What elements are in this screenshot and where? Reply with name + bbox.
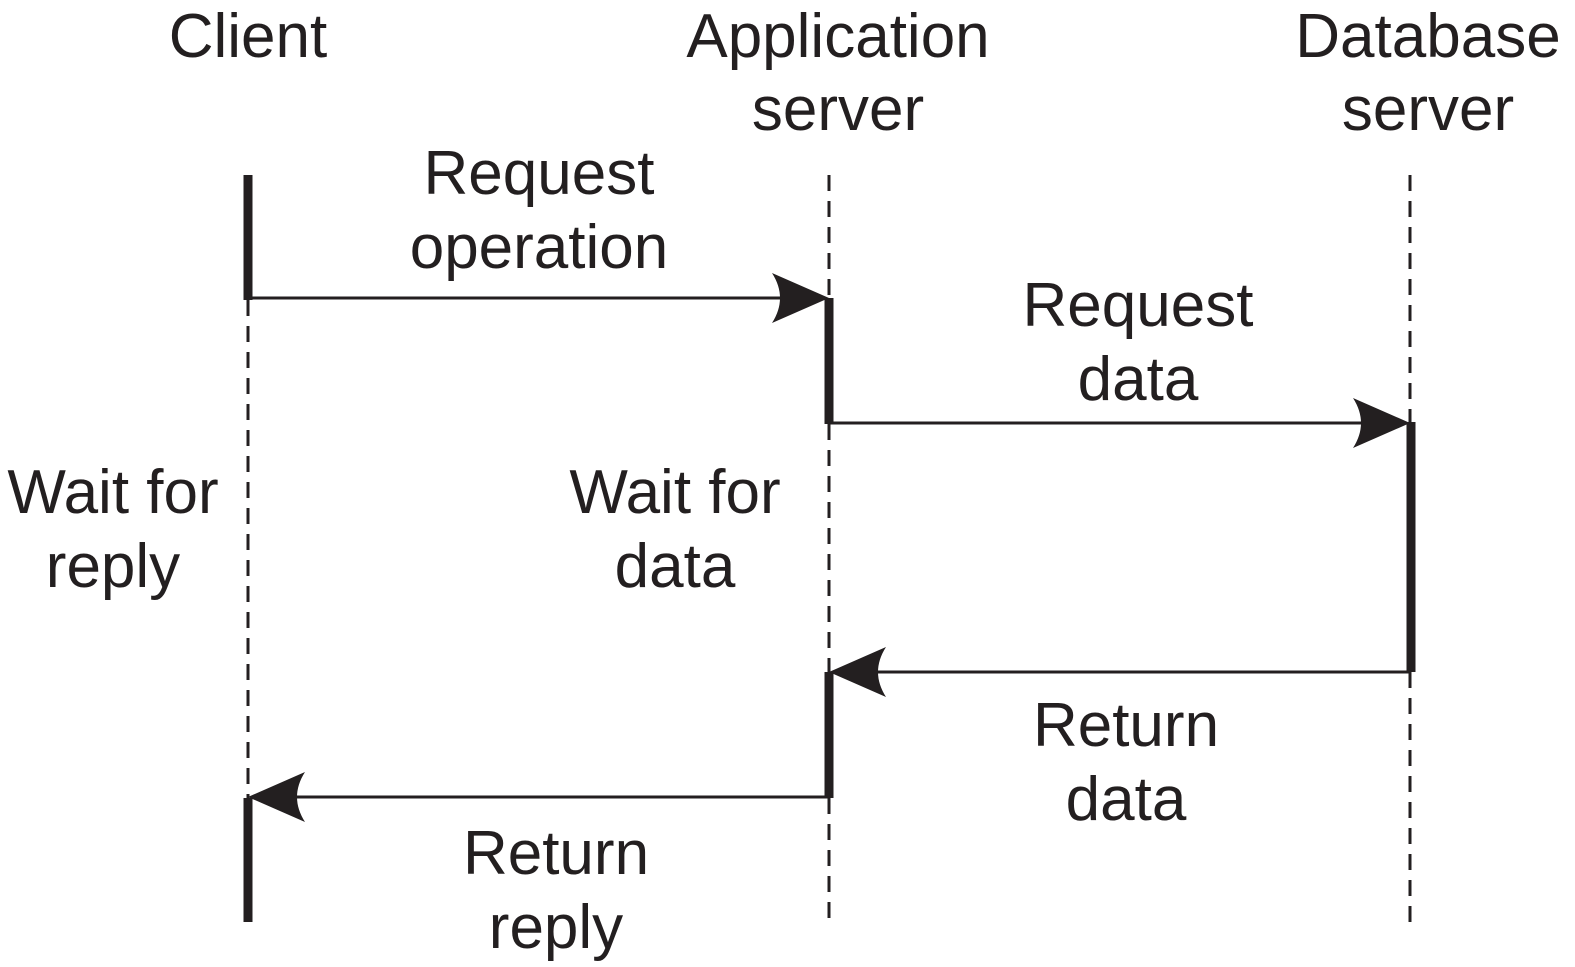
request-operation-label-line2: operation bbox=[410, 213, 669, 282]
request-data-label-line1: Request bbox=[1023, 271, 1254, 340]
request-data-arrowhead bbox=[1353, 398, 1410, 448]
participant-db-label-line2: server bbox=[1342, 75, 1514, 144]
return-data-label-line2: data bbox=[1066, 765, 1187, 834]
request-operation-label-line1: Request bbox=[424, 139, 655, 208]
participant-app-label-line1: Application bbox=[686, 2, 989, 71]
wait-reply-note-line2: reply bbox=[46, 532, 180, 601]
return-reply-label-line1: Return bbox=[463, 819, 649, 888]
return-data-label-line1: Return bbox=[1033, 691, 1219, 760]
wait-data-note-line2: data bbox=[615, 532, 736, 601]
wait-reply-note-line1: Wait for bbox=[7, 458, 218, 527]
participant-db-label-line1: Database bbox=[1295, 2, 1560, 71]
wait-data-note-line1: Wait for bbox=[569, 458, 780, 527]
return-reply-arrowhead bbox=[248, 772, 305, 822]
request-operation-arrowhead bbox=[772, 273, 829, 323]
return-reply-label-line2: reply bbox=[489, 893, 623, 962]
return-data-arrowhead bbox=[829, 647, 886, 697]
request-data-label-line2: data bbox=[1078, 345, 1199, 414]
participant-client-label: Client bbox=[169, 2, 328, 71]
participant-app-label-line2: server bbox=[752, 75, 924, 144]
